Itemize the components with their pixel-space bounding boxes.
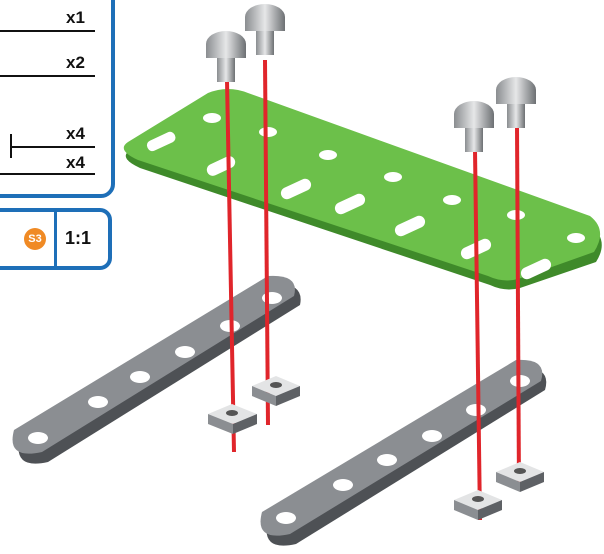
parts-line-4 <box>0 173 95 175</box>
bolt-3 <box>454 101 494 152</box>
guide-lines <box>225 59 521 521</box>
parts-line-1 <box>0 30 95 32</box>
parts-line-2 <box>0 75 95 77</box>
green-plate <box>123 89 602 290</box>
parts-qty-3: x4 <box>66 124 85 143</box>
guide-line-1 <box>225 79 236 453</box>
parts-qty-4: x4 <box>66 153 85 172</box>
lower-left-strip <box>12 275 301 464</box>
guide-line-2 <box>263 59 270 426</box>
nut-4 <box>496 462 544 492</box>
parts-bracket-tick <box>10 134 12 158</box>
parts-qty-1: x1 <box>66 8 85 27</box>
scale-label: 1:1 <box>65 228 92 248</box>
parts-line-3 <box>10 146 95 148</box>
parts-list-panel <box>0 0 115 198</box>
lower-right-strip <box>260 359 547 546</box>
step-badge: S3 <box>24 228 46 250</box>
step-divider <box>54 212 57 266</box>
step-panel: S3 1:1 <box>0 208 112 270</box>
bolt-1 <box>206 31 246 82</box>
bolt-4 <box>496 77 536 128</box>
guide-line-4 <box>515 124 521 491</box>
nut-2 <box>252 376 300 406</box>
guide-line-3 <box>473 149 482 521</box>
parts-qty-2: x2 <box>66 53 85 72</box>
nut-3 <box>454 490 502 520</box>
bolt-2 <box>245 4 285 55</box>
nut-1 <box>208 404 257 434</box>
